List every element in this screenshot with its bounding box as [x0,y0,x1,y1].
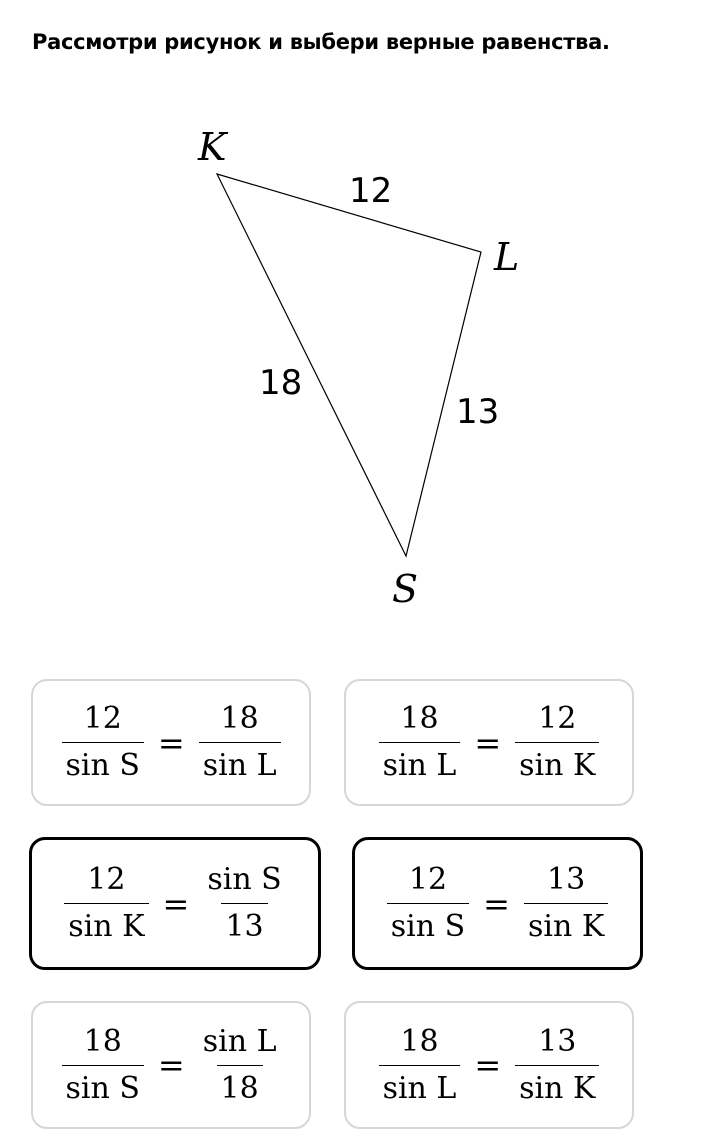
fraction-left: 18 sin L [378,1023,461,1104]
fraction-left: 12 sin K [64,862,149,942]
answer-option-3[interactable]: 12 sin K = sin S 13 [29,837,321,970]
denominator: sin L [378,742,461,781]
denominator: sin K [64,903,149,942]
fraction-right: 13 sin K [515,1023,600,1104]
denominator: 18 [216,1064,263,1104]
numerator: 12 [87,862,126,897]
denominator: sin K [515,742,600,781]
numerator: 13 [547,862,586,897]
equals-sign: = [483,884,510,923]
numerator: 18 [220,701,259,736]
denominator: 13 [221,903,268,942]
numerator: 12 [83,701,122,736]
fraction-left: 12 sin S [61,701,144,781]
numerator: sin S [207,862,282,897]
answer-option-2[interactable]: 18 sin L = 12 sin K [344,679,634,806]
equals-sign: = [474,723,502,762]
denominator: sin L [378,1064,461,1104]
triangle-figure: K L S 12 18 13 [197,125,519,611]
side-label-ls: 13 [456,392,499,432]
answer-option-5[interactable]: 18 sin S = sin L 18 [31,1001,311,1129]
fraction-left: 18 sin L [378,701,461,781]
fraction-left: 18 sin S [61,1023,144,1104]
question-title: Рассмотри рисунок и выбери верные равенс… [32,30,610,54]
equals-sign: = [474,1046,502,1084]
numerator: sin L [202,1023,277,1059]
denominator: sin K [515,1064,600,1104]
denominator: sin S [61,1064,144,1104]
numerator: 18 [400,701,439,736]
side-label-kl: 12 [349,171,392,211]
fraction-right: 12 sin K [515,701,600,781]
fraction-right: sin S 13 [203,865,285,942]
equals-sign: = [162,884,190,923]
answer-option-4[interactable]: 12 sin S = 13 sin K [352,837,643,970]
answer-option-6[interactable]: 18 sin L = 13 sin K [344,1001,634,1129]
equals-sign: = [157,1046,185,1084]
vertex-label-s: S [392,567,418,611]
vertex-label-l: L [493,235,519,279]
numerator: 18 [83,1023,122,1059]
numerator: 13 [538,1023,577,1059]
triangle-kls [215,173,482,558]
fraction-right: sin L 18 [199,1023,281,1104]
denominator: sin S [61,742,144,781]
numerator: 12 [408,862,448,897]
numerator: 12 [538,701,577,736]
denominator: sin K [523,903,609,942]
answer-option-1[interactable]: 12 sin S = 18 sin L [31,679,311,806]
fraction-right: 13 sin K [523,862,609,942]
side-label-ks: 18 [259,363,302,403]
fraction-left: 12 sin S [386,862,470,942]
equals-sign: = [157,723,185,762]
denominator: sin S [386,903,470,942]
fraction-right: 18 sin L [198,701,281,781]
numerator: 18 [400,1023,439,1059]
denominator: sin L [198,742,281,781]
vertex-label-k: K [197,125,229,169]
